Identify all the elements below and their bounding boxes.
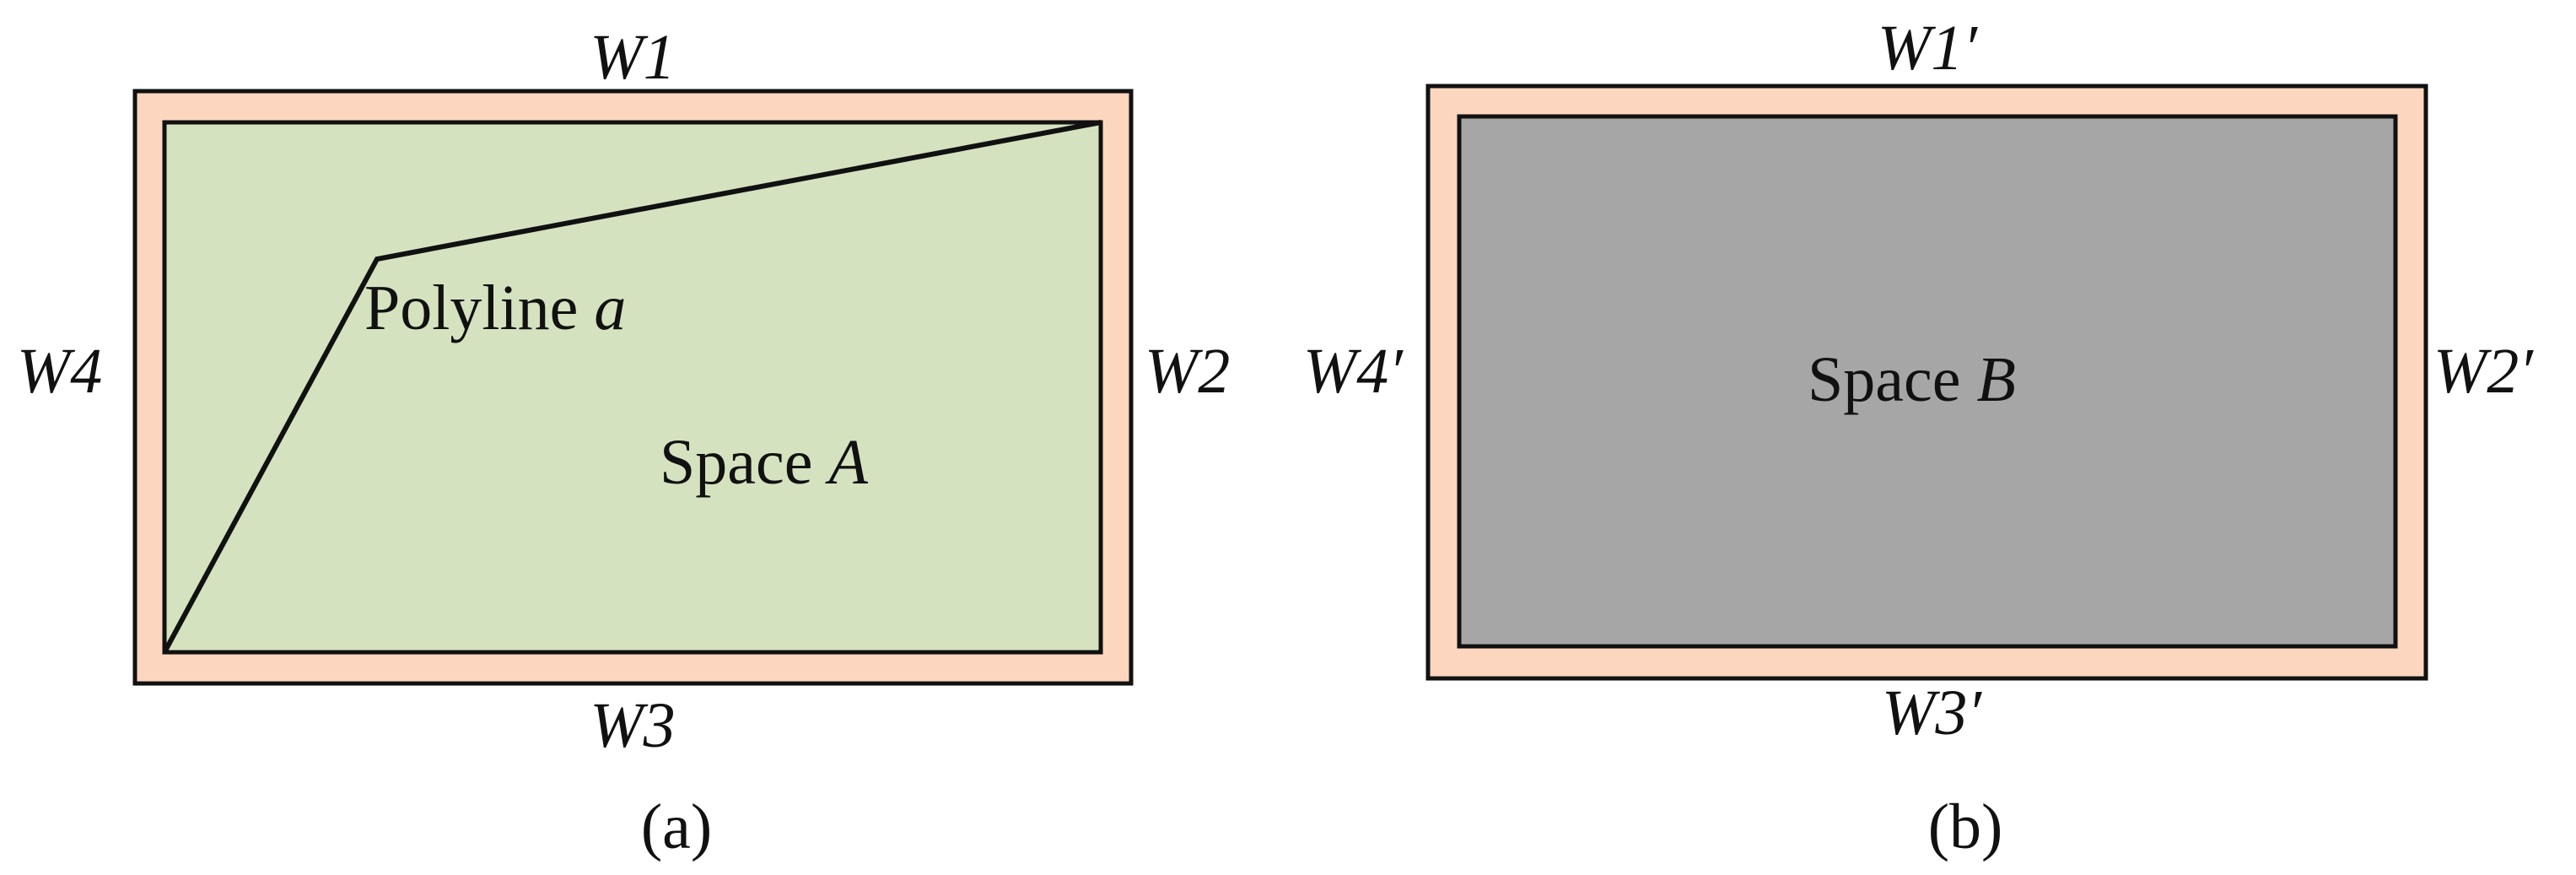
wall-label-w2-prime: W2′ xyxy=(2433,336,2534,407)
wall-label-w4: W4 xyxy=(17,336,102,407)
space-b-region xyxy=(1457,114,2398,649)
panel-a: W1 W2 W3 W4 Polyline a Space A (a) xyxy=(17,22,1230,862)
panel-a-caption: (a) xyxy=(641,791,712,862)
panel-b: W1′ W2′ W3′ W4′ Space B (b) xyxy=(1303,13,2534,862)
space-b-label-var: B xyxy=(1976,344,2015,415)
wall-label-w1: W1 xyxy=(590,22,675,93)
space-a-label-prefix: Space xyxy=(660,427,828,498)
polyline-a-label-var: a xyxy=(594,273,626,343)
space-a-label-var: A xyxy=(824,427,868,498)
polyline-a-label: Polyline a xyxy=(364,273,626,343)
space-a-label: Space A xyxy=(660,427,868,498)
wall-label-w1-prime: W1′ xyxy=(1878,13,1978,84)
panel-b-caption: (b) xyxy=(1928,791,2003,862)
space-b-label-prefix: Space xyxy=(1808,344,1976,415)
wall-label-w2: W2 xyxy=(1145,336,1230,407)
polyline-a xyxy=(162,120,1102,654)
wall-label-w4-prime: W4′ xyxy=(1303,336,1404,407)
polyline-a-label-prefix: Polyline xyxy=(364,273,594,343)
wall-label-w3: W3 xyxy=(590,690,675,761)
space-b-label: Space B xyxy=(1808,344,2016,415)
wall-label-w3-prime: W3′ xyxy=(1882,678,1982,748)
